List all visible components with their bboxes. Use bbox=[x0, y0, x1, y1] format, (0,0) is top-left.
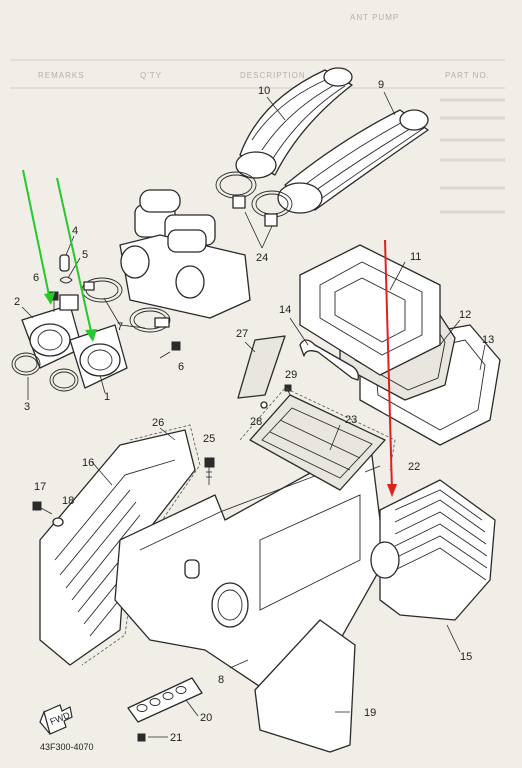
part-22-gasket bbox=[239, 387, 396, 471]
callout-2: 2 bbox=[14, 296, 20, 308]
part-2-intake-joint bbox=[21, 294, 83, 369]
part-1-intake-joint bbox=[69, 324, 128, 389]
callout-24: 24 bbox=[256, 252, 268, 264]
part-9-intake-hose bbox=[277, 109, 429, 214]
part-14-strap bbox=[299, 339, 359, 381]
fwd-arrow-icon: FWD bbox=[39, 704, 73, 735]
part-27-plate bbox=[237, 335, 286, 399]
part-callouts: 10 9 24 11 12 13 14 27 29 28 7 6 4 5 6 2… bbox=[14, 79, 494, 744]
callout-16: 16 bbox=[82, 457, 94, 469]
ghost-col-remarks: REMARKS bbox=[38, 71, 85, 80]
ghost-col-part-no: PART NO. bbox=[445, 71, 490, 80]
callout-15: 15 bbox=[460, 651, 472, 663]
callout-9: 9 bbox=[378, 79, 384, 91]
part-17-18-fasteners bbox=[32, 501, 64, 527]
callout-6-lower: 6 bbox=[178, 361, 184, 373]
callout-3: 3 bbox=[24, 401, 30, 413]
part-15-filter-case bbox=[370, 479, 496, 621]
callout-13: 13 bbox=[482, 334, 494, 346]
part-7-clamps bbox=[81, 277, 171, 333]
callout-8: 8 bbox=[218, 674, 224, 686]
diagram-code: 43F300-4070 bbox=[40, 742, 94, 752]
part-4-5-6-small-parts bbox=[49, 254, 181, 359]
callout-29: 29 bbox=[285, 369, 297, 381]
callout-1: 1 bbox=[104, 391, 110, 403]
callout-4: 4 bbox=[72, 225, 78, 237]
callout-18: 18 bbox=[62, 495, 74, 507]
callout-6-upper: 6 bbox=[33, 272, 39, 284]
red-annotation-arrow bbox=[384, 239, 397, 497]
callout-26: 26 bbox=[152, 417, 164, 429]
callout-14: 14 bbox=[279, 304, 291, 316]
part-26-gasket bbox=[81, 424, 201, 666]
part-25-bolt bbox=[204, 457, 215, 485]
ghost-title: ANT PUMP bbox=[350, 13, 399, 22]
ghost-col-description: DESCRIPTION bbox=[240, 71, 306, 80]
callout-28: 28 bbox=[250, 416, 262, 428]
background-parts-list: ANT PUMP PART NO. DESCRIPTION Q'TY REMAR… bbox=[10, 13, 505, 214]
callout-21: 21 bbox=[170, 732, 182, 744]
callout-11: 11 bbox=[410, 251, 421, 263]
callout-20: 20 bbox=[200, 712, 212, 724]
callout-27: 27 bbox=[236, 328, 248, 340]
callout-5: 5 bbox=[82, 249, 88, 261]
part-10-intake-hose bbox=[235, 67, 353, 179]
callout-12: 12 bbox=[459, 309, 471, 321]
callout-22: 22 bbox=[408, 461, 420, 473]
callout-23: 23 bbox=[345, 414, 357, 426]
part-20-plate bbox=[127, 677, 203, 723]
part-23-element bbox=[249, 394, 386, 491]
part-19-panel bbox=[254, 619, 356, 753]
part-24-clamps bbox=[215, 171, 293, 227]
green-annotation-arrows bbox=[22, 169, 97, 342]
callout-7: 7 bbox=[117, 321, 123, 333]
leader-lines bbox=[21, 91, 486, 738]
callout-25: 25 bbox=[203, 433, 215, 445]
carburetor-assembly bbox=[119, 189, 251, 319]
part-3-o-rings bbox=[11, 352, 79, 392]
callout-10: 10 bbox=[258, 85, 270, 97]
part-16-side-case bbox=[39, 429, 196, 666]
part-11-filter-case-cover bbox=[299, 244, 441, 376]
callout-17: 17 bbox=[34, 481, 46, 493]
part-21-screw bbox=[137, 733, 146, 742]
ghost-col-qty: Q'TY bbox=[140, 71, 162, 80]
callout-19: 19 bbox=[364, 707, 376, 719]
